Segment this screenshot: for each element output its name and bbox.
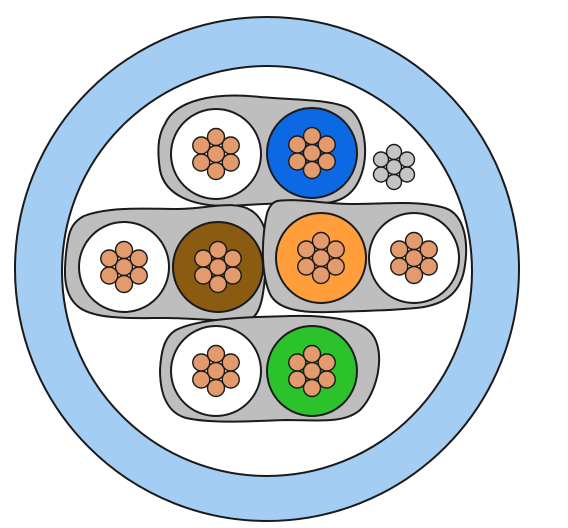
copper-strand xyxy=(404,231,424,251)
copper-strand xyxy=(206,344,226,364)
green-pair-green-conductor xyxy=(266,325,358,417)
brown-pair-white-conductor xyxy=(78,221,170,313)
copper-strand xyxy=(288,135,307,154)
copper-strand xyxy=(206,161,226,181)
drain-wire-strand xyxy=(385,173,403,191)
copper-strand xyxy=(404,265,424,285)
copper-strand xyxy=(221,353,240,372)
copper-strand xyxy=(192,353,211,372)
copper-strand xyxy=(208,240,228,260)
copper-strand xyxy=(194,266,213,285)
drain-wire-strand xyxy=(398,151,416,168)
copper-strand xyxy=(311,265,331,285)
copper-strand xyxy=(297,240,316,259)
copper-strand xyxy=(288,370,307,389)
copper-strand xyxy=(419,240,438,259)
brown-pair-brown-conductor xyxy=(172,221,264,313)
copper-strand xyxy=(194,249,213,268)
copper-strand xyxy=(297,257,316,276)
drain-wire-strand xyxy=(385,143,403,161)
copper-strand xyxy=(100,249,119,268)
drain-wire-strand xyxy=(372,151,390,168)
copper-strand xyxy=(288,353,307,372)
copper-strand xyxy=(100,266,119,285)
blue-pair-blue-conductor xyxy=(266,107,358,199)
copper-strand xyxy=(302,126,322,146)
copper-strand xyxy=(317,135,336,154)
copper-strand xyxy=(311,231,331,251)
copper-strand xyxy=(208,274,228,294)
copper-strand xyxy=(302,344,322,364)
copper-strand xyxy=(317,353,336,372)
drain-wire-strand xyxy=(372,166,390,183)
orange-pair-white-conductor xyxy=(368,212,460,304)
copper-strand xyxy=(114,274,134,294)
copper-strand xyxy=(192,370,211,389)
conductors xyxy=(78,107,460,417)
copper-strand xyxy=(129,249,148,268)
copper-strand xyxy=(223,249,242,268)
copper-strand xyxy=(192,136,211,155)
copper-strand xyxy=(206,378,226,398)
copper-strand xyxy=(221,136,240,155)
copper-strand xyxy=(114,240,134,260)
copper-strand xyxy=(288,152,307,171)
copper-strand xyxy=(390,257,409,276)
drain-wire xyxy=(372,143,416,191)
copper-strand xyxy=(390,240,409,259)
green-pair-white-conductor xyxy=(170,325,262,417)
orange-pair-orange-conductor xyxy=(275,212,367,304)
copper-strand xyxy=(302,160,322,180)
copper-strand xyxy=(326,240,345,259)
copper-strand xyxy=(192,153,211,172)
copper-strand xyxy=(302,378,322,398)
copper-strand xyxy=(206,127,226,147)
blue-pair-white-conductor xyxy=(170,108,262,200)
